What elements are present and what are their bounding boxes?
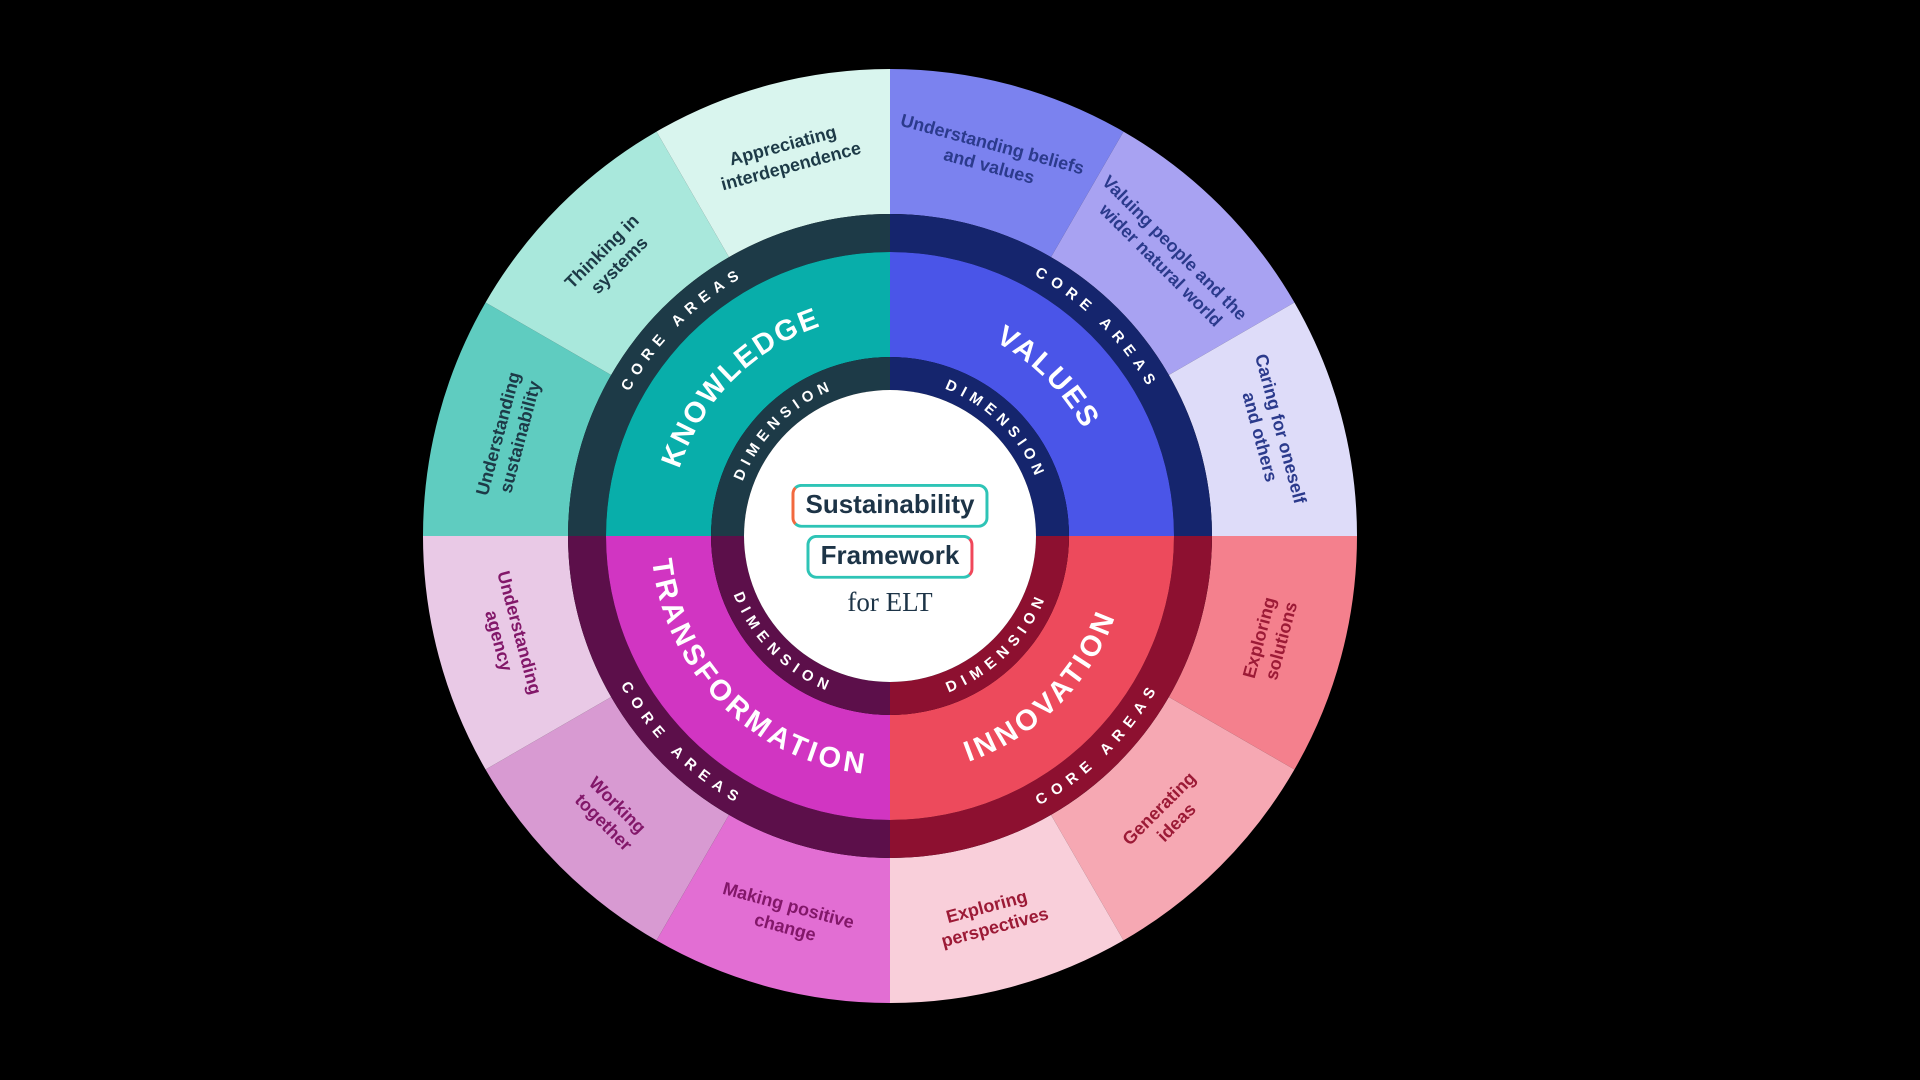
transformation-segment-making-positive-change xyxy=(656,814,890,1003)
innovation-core-areas-ring xyxy=(890,536,1212,858)
values-main-band xyxy=(890,252,1174,536)
values-segment-understanding-beliefs xyxy=(890,69,1124,258)
knowledge-dimension-ring xyxy=(711,357,890,536)
framework-logo: Sustainability Framework for ELT xyxy=(791,483,989,618)
transformation-dimension-ring xyxy=(711,536,890,715)
transformation-segment-understanding-agency xyxy=(423,536,612,770)
values-segment-valuing-people xyxy=(1051,131,1295,375)
knowledge-segment-appreciating-interdependence xyxy=(656,69,890,258)
values-core-areas-ring xyxy=(890,214,1212,536)
knowledge-core-areas-ring xyxy=(568,214,890,536)
logo-subtitle: for ELT xyxy=(847,587,933,618)
knowledge-main-band xyxy=(606,252,890,536)
innovation-main-band xyxy=(890,536,1174,820)
values-dimension-ring xyxy=(890,357,1069,536)
transformation-segment-working-together xyxy=(485,697,729,941)
transformation-main-band xyxy=(606,536,890,820)
logo-text-sustainability: Sustainability xyxy=(805,488,975,519)
quadrant-innovation: INNOVATION DIMENSION CORE AREAS Explorin… xyxy=(890,536,1357,1003)
logo-box-framework: Framework xyxy=(806,535,974,580)
transformation-core-areas-ring xyxy=(568,536,890,858)
knowledge-segment-thinking-in-systems xyxy=(485,131,729,375)
values-segment-caring-for-oneself xyxy=(1168,302,1357,536)
knowledge-segment-understanding-sustainability xyxy=(423,302,612,536)
innovation-segment-generating-ideas xyxy=(1051,697,1295,941)
logo-text-framework: Framework xyxy=(820,540,960,570)
innovation-segment-exploring-solutions xyxy=(1168,536,1357,770)
innovation-segment-exploring-perspectives xyxy=(890,814,1124,1003)
quadrant-transformation: TRANSFORMATION DIMENSION CORE AREAS Maki… xyxy=(423,536,890,1003)
sustainability-framework-wheel: KNOWLEDGE DIMENSION CORE AREAS Understan… xyxy=(423,69,1357,1003)
innovation-dimension-ring xyxy=(890,536,1069,715)
logo-box-sustainability: Sustainability xyxy=(791,483,989,528)
